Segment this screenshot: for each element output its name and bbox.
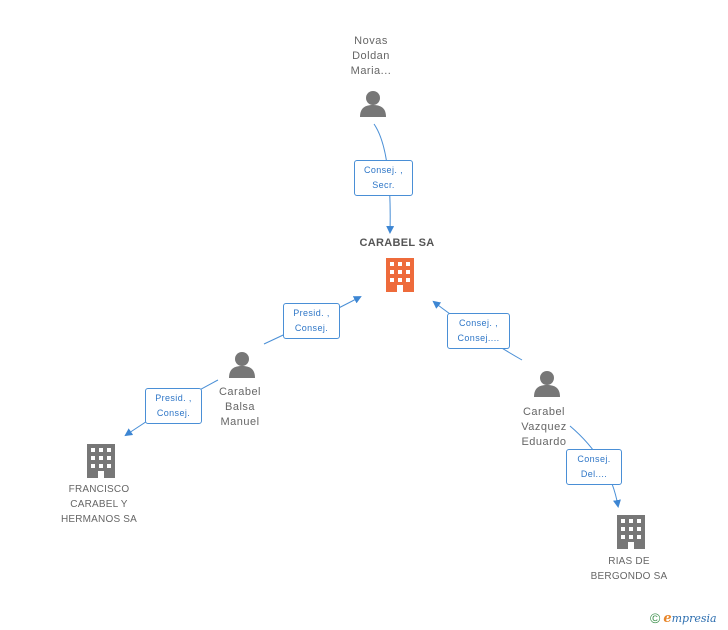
- edge-label-line: Consej. ,: [458, 318, 499, 328]
- edge-label-line: Consej....: [457, 333, 500, 343]
- edge-label-balsa-to-francisco[interactable]: Presid. , Consej.: [145, 388, 202, 424]
- brand-name: empresia: [663, 611, 716, 626]
- person-icon-balsa[interactable]: [229, 352, 255, 378]
- edge-label-line: Consej. ,: [363, 165, 404, 175]
- edge-label-line: Presid. ,: [155, 393, 192, 403]
- node-label-novas[interactable]: Novas Doldan Maria...: [350, 35, 392, 77]
- person-icon-novas[interactable]: [360, 91, 386, 117]
- edge-label-line: Presid. ,: [293, 308, 330, 318]
- edge-label-line: Consej.: [156, 408, 191, 418]
- edge-label-balsa-to-carabel[interactable]: Presid. , Consej.: [283, 303, 340, 339]
- building-icon-rias[interactable]: [617, 515, 645, 549]
- node-label-francisco[interactable]: FRANCISCO CARABEL Y HERMANOS SA: [60, 484, 138, 525]
- node-label-rias[interactable]: RIAS DE BERGONDO SA: [590, 556, 668, 582]
- edge-label-vazquez-to-rias[interactable]: Consej. Del....: [566, 449, 622, 485]
- building-icon-carabel-sa[interactable]: [386, 258, 414, 292]
- node-label-balsa[interactable]: Carabel Balsa Manuel: [218, 386, 262, 428]
- empresia-brand[interactable]: © empresia: [650, 608, 717, 628]
- node-label-vazquez[interactable]: Carabel Vazquez Eduardo: [521, 406, 567, 448]
- edge-label-vazquez-to-carabel[interactable]: Consej. , Consej....: [447, 313, 510, 349]
- brand-initial: e: [663, 610, 672, 626]
- edge-label-line: Del....: [580, 469, 608, 479]
- edge-label-novas-to-carabel[interactable]: Consej. , Secr.: [354, 160, 413, 196]
- node-label-carabel-sa[interactable]: CARABEL SA: [359, 237, 435, 249]
- edge-label-line: Consej.: [294, 323, 329, 333]
- edge-label-line: Consej.: [577, 454, 611, 464]
- brand-rest: mpresia: [671, 611, 717, 625]
- building-icon-francisco[interactable]: [87, 444, 115, 478]
- copyright-icon: ©: [650, 610, 661, 626]
- edge-label-line: Secr.: [372, 180, 395, 190]
- person-icon-vazquez[interactable]: [534, 371, 560, 397]
